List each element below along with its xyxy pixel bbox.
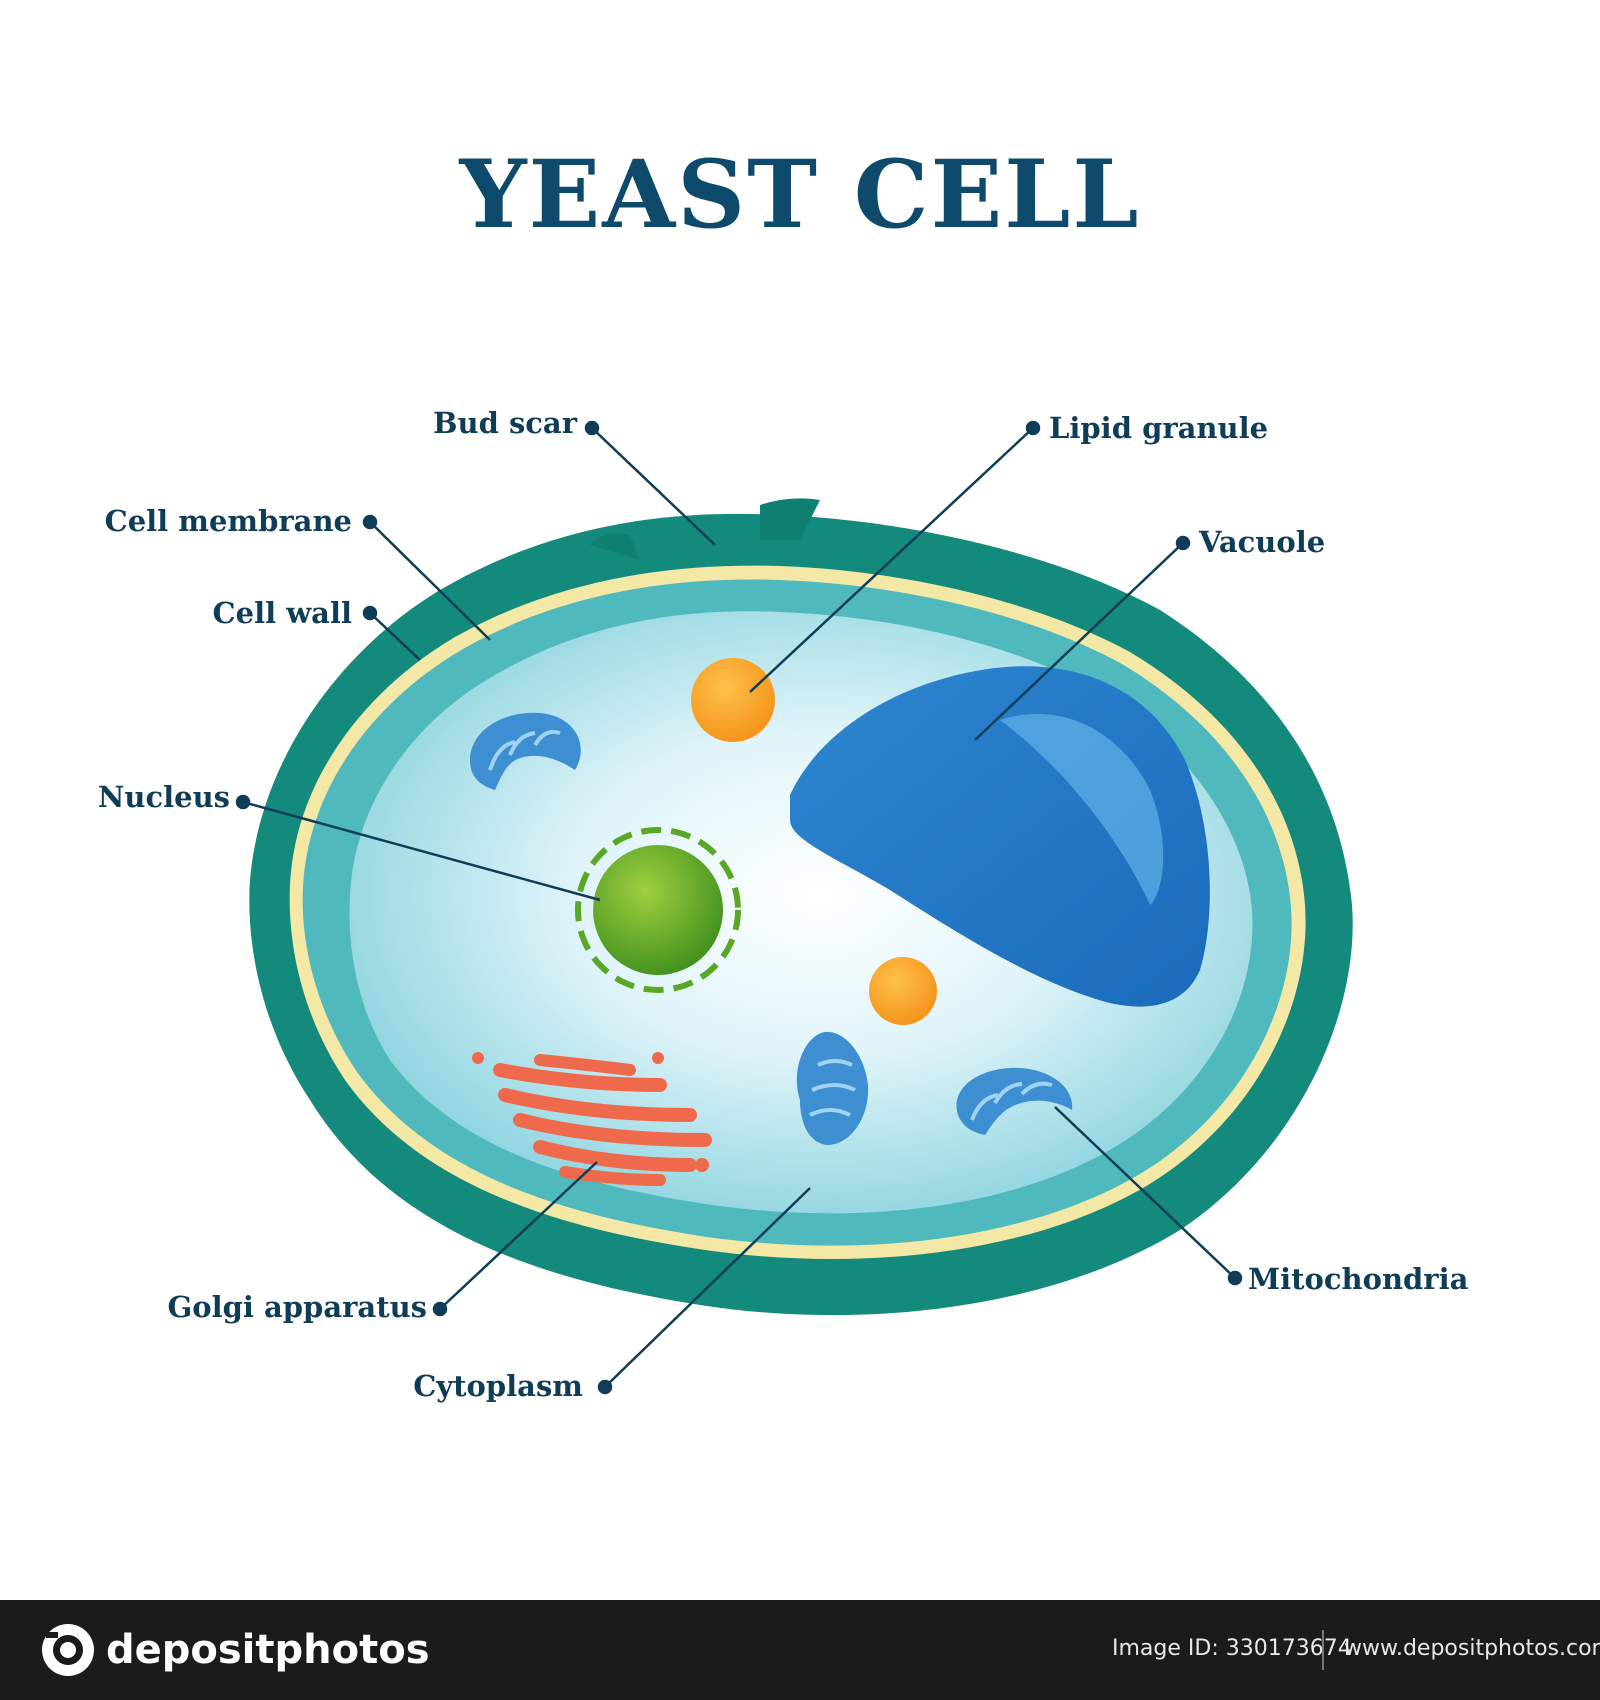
mitochondrion-3 bbox=[956, 1067, 1073, 1135]
leader-lines bbox=[235, 420, 1243, 1395]
label-cell-membrane: Cell membrane bbox=[105, 504, 352, 538]
bud-scar-bumps bbox=[590, 498, 820, 560]
mitochondrion-2 bbox=[796, 1031, 869, 1145]
golgi-stacks bbox=[493, 1054, 712, 1186]
nucleus-body bbox=[593, 845, 723, 975]
golgi-vesicle bbox=[695, 1158, 709, 1172]
label-cell-wall: Cell wall bbox=[213, 596, 352, 630]
cell-illustration: Bud scar Lipid granule Cell membrane Vac… bbox=[98, 406, 1469, 1403]
label-nucleus: Nucleus bbox=[98, 780, 230, 814]
stock-footer-bar: depositphotos Image ID: 330173674 www.de… bbox=[0, 1600, 1600, 1700]
footer-logo[interactable]: depositphotos bbox=[40, 1622, 430, 1678]
vacuole-highlight bbox=[1000, 713, 1164, 905]
label-cytoplasm: Cytoplasm bbox=[413, 1369, 583, 1403]
nuclear-envelope bbox=[575, 827, 741, 993]
footer-logo-text: depositphotos bbox=[106, 1627, 430, 1673]
golgi-vesicle bbox=[652, 1052, 664, 1064]
footer-image-id: Image ID: 330173674 bbox=[1112, 1636, 1352, 1661]
label-golgi-apparatus: Golgi apparatus bbox=[167, 1290, 427, 1324]
label-lipid-granule: Lipid granule bbox=[1049, 411, 1268, 445]
mitochondrion-1 bbox=[470, 712, 581, 790]
lipid-granule-1 bbox=[691, 658, 775, 742]
lipid-granule-2 bbox=[869, 957, 937, 1025]
golgi-vesicle bbox=[472, 1052, 484, 1064]
footer-site-link[interactable]: www.depositphotos.com bbox=[1344, 1636, 1600, 1661]
label-vacuole: Vacuole bbox=[1198, 525, 1325, 559]
camera-icon bbox=[42, 1624, 94, 1676]
footer-divider bbox=[1322, 1630, 1324, 1670]
diagram-title: YEAST CELL bbox=[459, 140, 1141, 250]
label-mitochondria: Mitochondria bbox=[1248, 1262, 1469, 1296]
label-bud-scar: Bud scar bbox=[433, 406, 578, 440]
